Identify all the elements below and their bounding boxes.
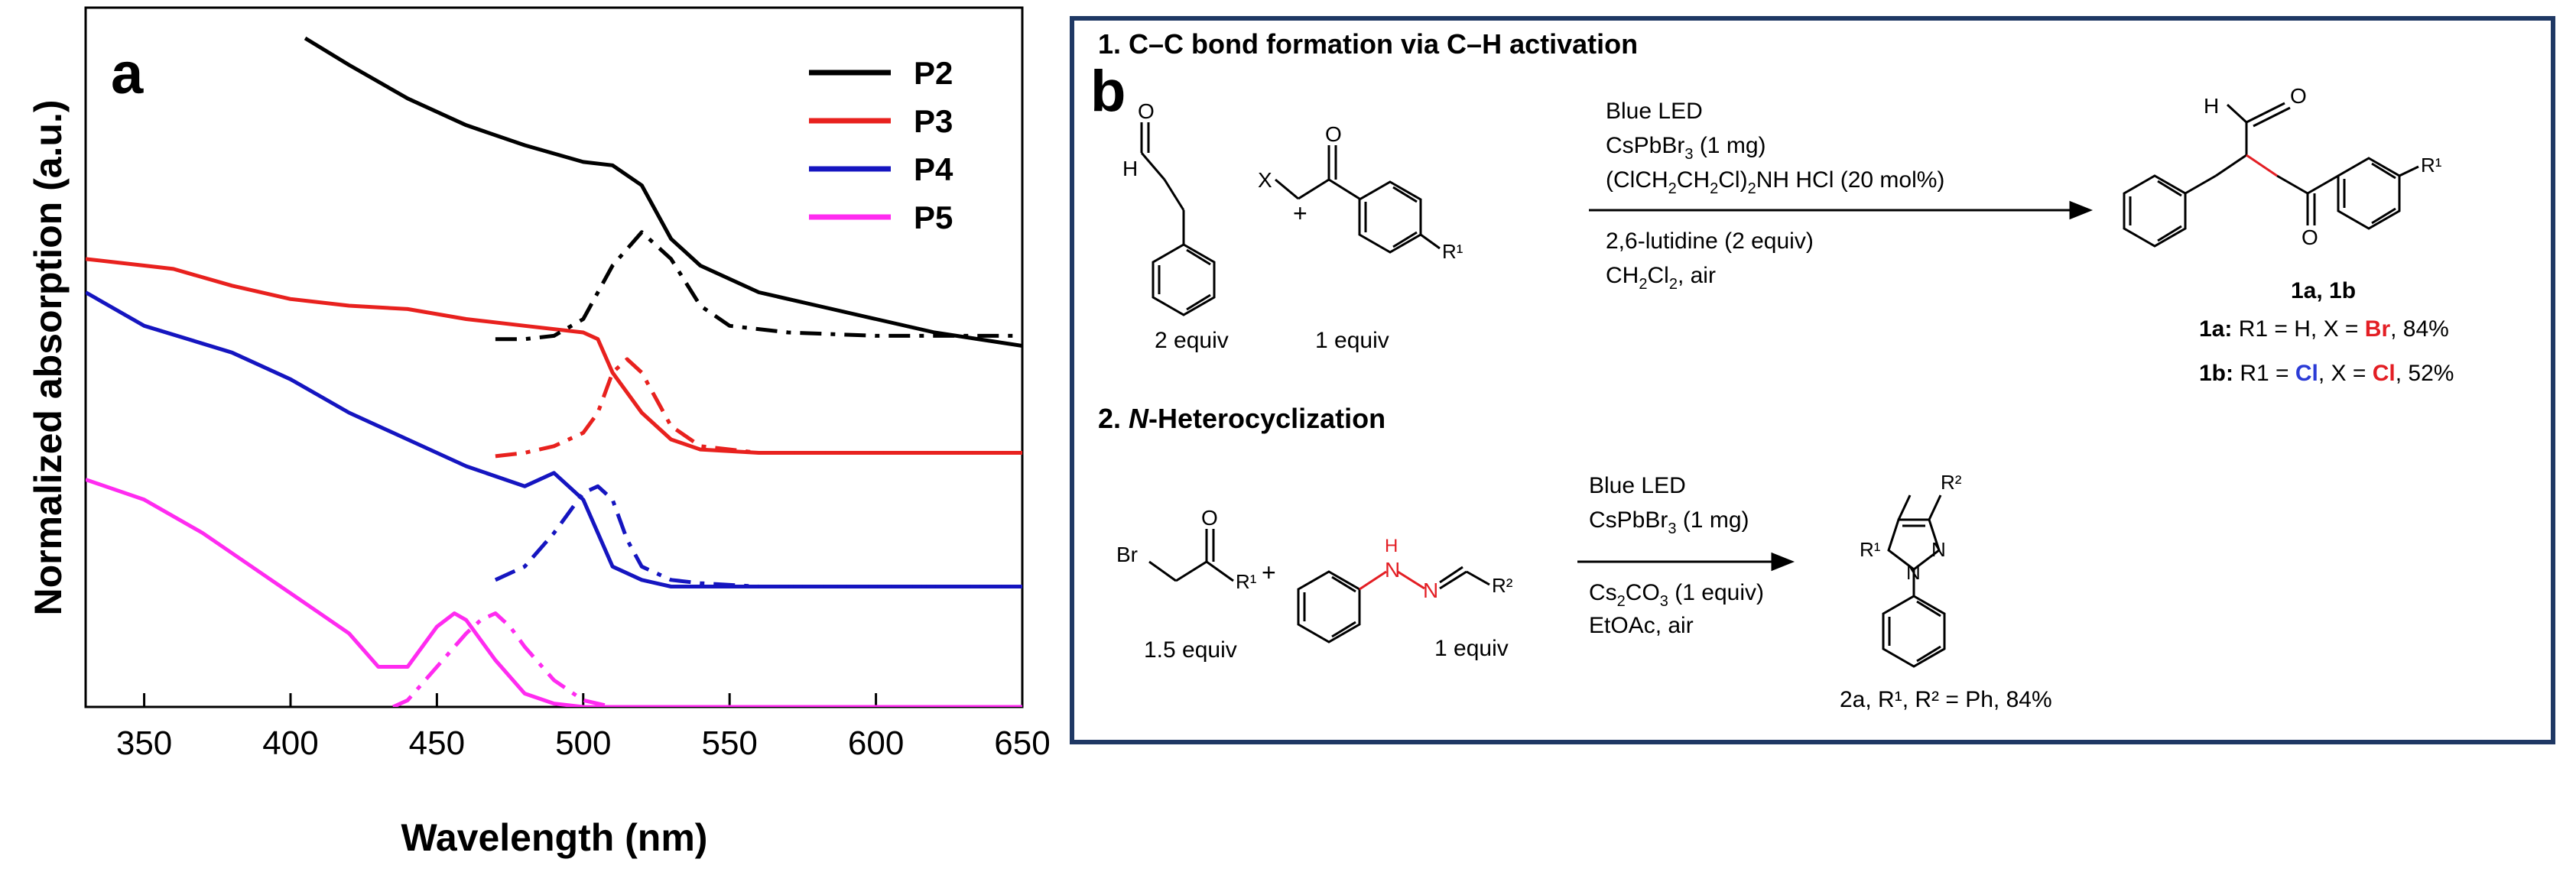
svg-text:+: + — [1262, 559, 1276, 586]
x-axis-ticks: 350 400 450 500 550 600 650 — [116, 693, 1051, 762]
r2-reactant2-equiv: 1 equiv — [1434, 636, 1509, 661]
svg-text:X: X — [1258, 168, 1272, 192]
x-axis-label: Wavelength (nm) — [401, 816, 708, 859]
x-tick-label: 500 — [555, 725, 611, 762]
product2-caption: 2a, R¹, R² = Ph, 84% — [1840, 687, 2052, 712]
series-p4-fit — [494, 484, 1022, 588]
series-p4-absorption — [86, 290, 1022, 588]
product-pyrazole — [1882, 494, 1946, 668]
svg-text:R¹: R¹ — [1442, 240, 1463, 263]
svg-text:O: O — [2302, 225, 2318, 249]
svg-text:R²: R² — [1941, 471, 1962, 494]
legend-label-p3: P3 — [914, 103, 953, 139]
reaction-scheme-panel: b 1. C–C bond formation via C–H activati… — [1069, 15, 2556, 745]
r1-condition-1: Blue LED — [1606, 99, 1703, 124]
series-p5-absorption — [86, 478, 1022, 707]
svg-text:H: H — [1122, 157, 1138, 180]
svg-text:R¹: R¹ — [1860, 538, 1881, 561]
svg-text:N: N — [1906, 561, 1921, 584]
r1-condition-4: 2,6-lutidine (2 equiv) — [1606, 229, 1814, 254]
x-tick-label: 450 — [409, 725, 465, 762]
absorption-curves — [86, 36, 1022, 707]
legend-label-p5: P5 — [914, 199, 953, 235]
y-axis-label: Normalized absorption (a.u.) — [27, 99, 70, 615]
svg-text:H: H — [1385, 536, 1398, 556]
x-tick-label: 550 — [701, 725, 757, 762]
svg-text:H: H — [2204, 94, 2219, 118]
series-p3-fit — [495, 357, 1022, 459]
series-p5-fit — [391, 611, 1022, 707]
product1-label: 1a, 1b — [2291, 278, 2356, 303]
reactant-bromoketone — [1148, 529, 1234, 582]
r2-condition-4: EtOAc, air — [1589, 613, 1694, 638]
svg-text:O: O — [1201, 506, 1218, 530]
reactant-aldehyde — [1140, 122, 1216, 316]
svg-text:O: O — [2290, 84, 2307, 108]
svg-text:R²: R² — [1492, 574, 1513, 597]
x-tick-label: 600 — [848, 725, 904, 762]
series-p2-absorption — [304, 36, 1022, 348]
scheme-frame — [1070, 16, 2555, 744]
r2-condition-1: Blue LED — [1589, 473, 1686, 498]
series-p3-absorption — [86, 257, 1022, 455]
reactant-hydrazone — [1297, 566, 1490, 643]
x-tick-label: 400 — [262, 725, 318, 762]
r2-condition-2: CsPbBr3 (1 mg) — [1589, 507, 1749, 537]
legend-label-p2: P2 — [914, 55, 953, 91]
result-1a: 1a: R1 = H, X = Br, 84% — [2199, 316, 2449, 342]
r1-condition-5: CH2Cl2, air — [1606, 263, 1716, 293]
series-p2-fit — [495, 230, 1022, 342]
x-tick-label: 650 — [994, 725, 1050, 762]
panel-label-a: a — [111, 41, 144, 106]
r2-condition-3: Cs2CO3 (1 equiv) — [1589, 580, 1764, 610]
svg-text:R¹: R¹ — [1236, 570, 1257, 593]
product-1 — [2123, 102, 2419, 248]
reactant-haloketone — [1275, 145, 1441, 254]
r2-reactant1-equiv: 1.5 equiv — [1144, 637, 1237, 663]
svg-text:R¹: R¹ — [2421, 154, 2442, 177]
r1-reactant2-equiv: 1 equiv — [1315, 328, 1389, 353]
plot-area-frame — [84, 6, 1024, 708]
svg-text:O: O — [1138, 99, 1155, 123]
section1-title: 1. C–C bond formation via C–H activation — [1098, 28, 1638, 60]
svg-text:N: N — [1423, 579, 1438, 602]
r1-condition-2: CsPbBr3 (1 mg) — [1606, 133, 1766, 163]
svg-text:Br: Br — [1116, 543, 1138, 566]
svg-text:N: N — [1385, 558, 1400, 582]
r1-reactant1-equiv: 2 equiv — [1155, 328, 1229, 353]
reaction-scheme: b 1. C–C bond formation via C–H activati… — [1070, 16, 2555, 744]
panel-label-b: b — [1090, 59, 1126, 124]
result-1b: 1b: R1 = Cl, X = Cl, 52% — [2199, 361, 2454, 386]
x-tick-label: 350 — [116, 725, 172, 762]
section2-title: 2. N-Heterocyclization — [1098, 403, 1385, 434]
legend-label-p4: P4 — [914, 151, 953, 187]
svg-text:+: + — [1293, 199, 1307, 227]
r1-condition-3: (ClCH2CH2Cl)2NH HCl (20 mol%) — [1606, 167, 1944, 197]
svg-text:N: N — [1931, 538, 1946, 561]
svg-text:O: O — [1325, 122, 1342, 146]
